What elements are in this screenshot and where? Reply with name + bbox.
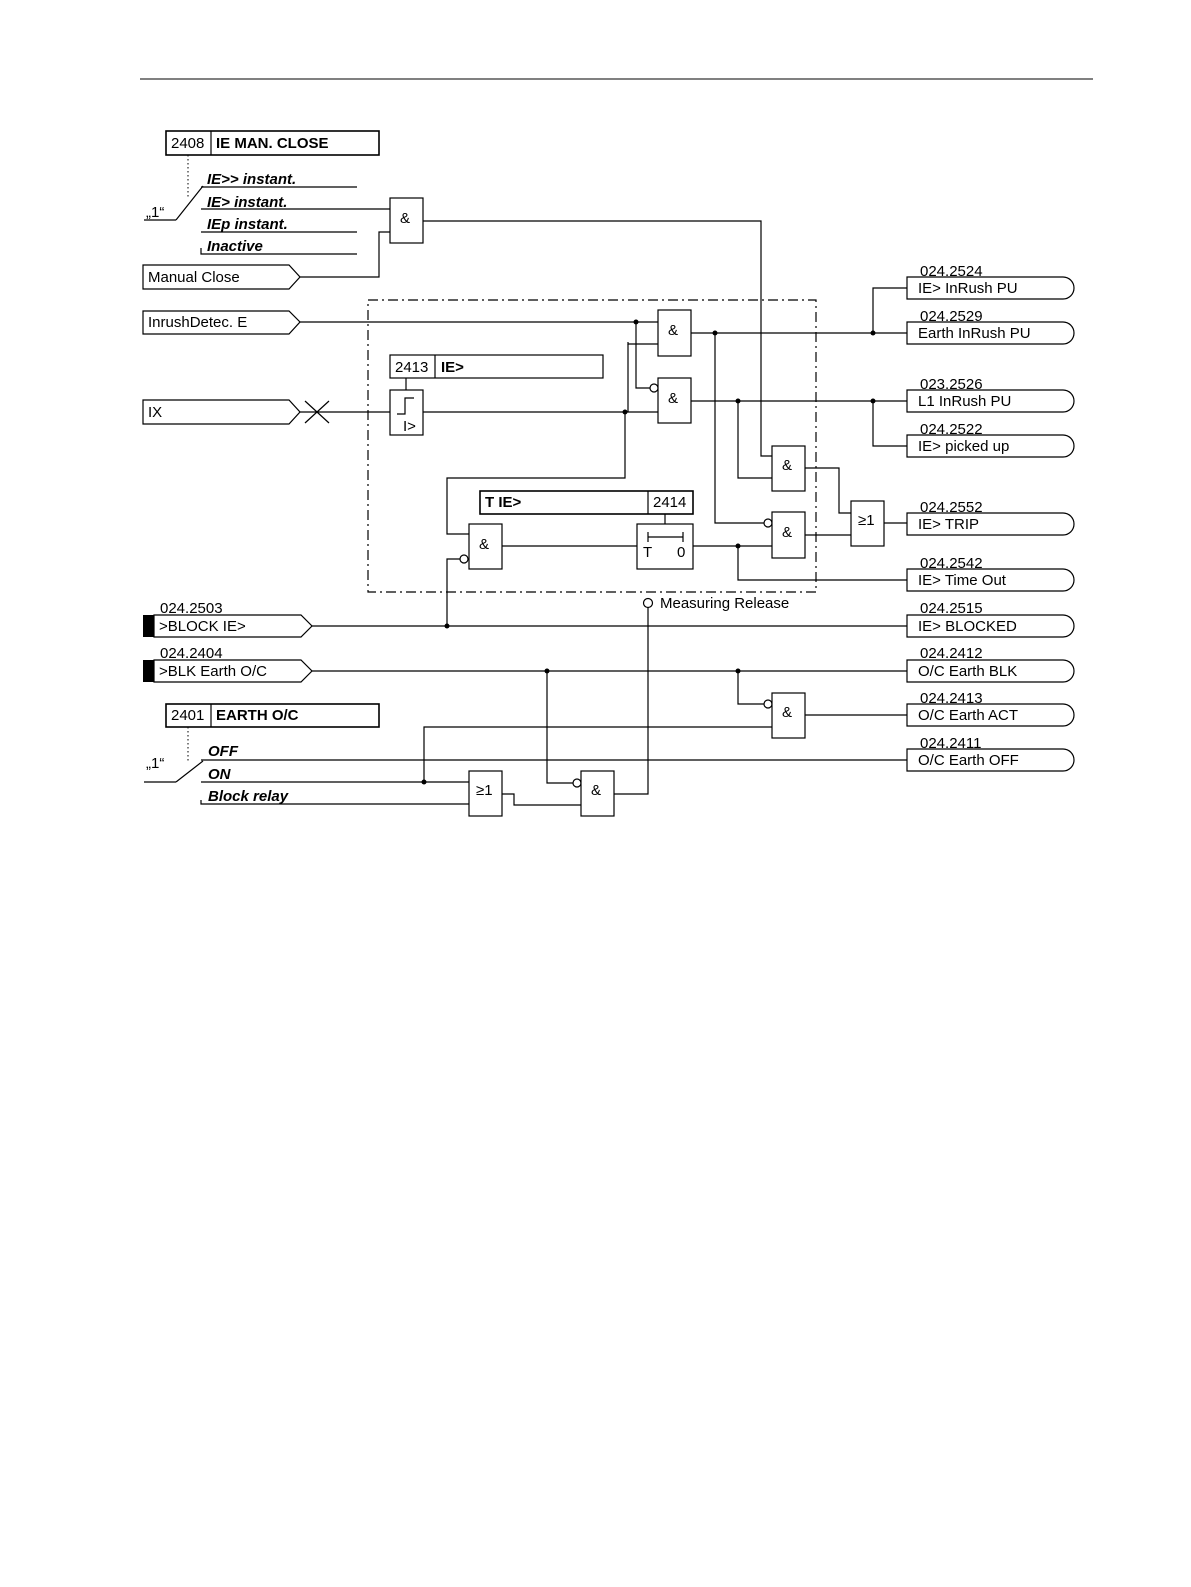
and-gate-timer-label: & <box>479 536 489 553</box>
output-label: IE> InRush PU <box>918 280 1018 297</box>
input-blk-earth-label: >BLK Earth O/C <box>159 663 267 680</box>
output-label: O/C Earth OFF <box>918 752 1019 769</box>
output-addr: 024.2413 <box>920 690 983 707</box>
and-gate-trip-manual-label: & <box>782 457 792 474</box>
measuring-region <box>367 299 817 593</box>
output-label: L1 InRush PU <box>918 393 1011 410</box>
output-ie-inrush-pu: 024.2524 IE> InRush PU <box>906 263 1075 300</box>
output-addr: 024.2411 <box>920 735 981 752</box>
output-addr: 024.2529 <box>920 308 983 325</box>
and-gate-man-close-label: & <box>400 210 410 227</box>
and-gate-pickup-label: & <box>668 390 678 407</box>
setting-man-close: 2408 IE MAN. CLOSE <box>165 130 380 156</box>
input-manual-close: Manual Close <box>142 264 301 290</box>
input-inrush-label: InrushDetec. E <box>148 314 247 331</box>
timer-zero: 0 <box>677 544 685 561</box>
setting-man-close-name: IE MAN. CLOSE <box>216 135 329 152</box>
earth-oc-option: OFF <box>208 743 239 760</box>
output-addr: 024.2542 <box>920 555 983 572</box>
man-close-option: IE>> instant. <box>207 171 296 188</box>
earth-oc-option: Block relay <box>208 788 289 805</box>
output-label: O/C Earth ACT <box>918 707 1018 724</box>
and-gate-trip-timer <box>771 511 806 559</box>
input-ix-label: IX <box>148 404 162 421</box>
output-label: IE> Time Out <box>918 572 1007 589</box>
and-gate-release <box>580 770 615 817</box>
measuring-release-marker <box>642 597 654 609</box>
output-addr: 024.2515 <box>920 600 983 617</box>
and-gate-inrush <box>657 309 692 357</box>
input-block-ie-label: >BLOCK IE> <box>159 618 246 635</box>
measuring-release-label: Measuring Release <box>660 595 789 612</box>
output-label: Earth InRush PU <box>918 325 1031 342</box>
output-oc-earth-off: 024.2411 O/C Earth OFF <box>906 735 1075 772</box>
setting-earth-oc-addr: 2401 <box>171 707 204 724</box>
input-ix: IX <box>142 399 301 425</box>
input-block-ie: 024.2503 >BLOCK IE> <box>143 600 313 638</box>
threshold-block: I> <box>389 389 424 436</box>
or-gate-earth <box>468 770 503 817</box>
input-block-ie-addr: 024.2503 <box>160 600 223 617</box>
setting-t-ie-addr: 2414 <box>653 494 686 511</box>
setting-man-close-addr: 2408 <box>171 135 204 152</box>
man-close-default: „1“ <box>146 204 164 221</box>
timer-block: T 0 <box>636 523 694 570</box>
and-gate-man-close <box>389 197 424 244</box>
output-l1-inrush-pu: 023.2526 L1 InRush PU <box>906 376 1075 413</box>
man-close-option: Inactive <box>207 238 263 255</box>
and-gate-release-label: & <box>591 782 601 799</box>
timer-t: T <box>643 544 652 561</box>
earth-oc-option: ON <box>208 766 232 783</box>
earth-oc-default: „1“ <box>146 755 164 772</box>
output-ie-picked-up: 024.2522 IE> picked up <box>906 421 1075 458</box>
and-gate-earth-act <box>771 692 806 739</box>
or-gate-earth-label: ≥1 <box>476 782 493 799</box>
setting-t-ie-name: T IE> <box>485 494 522 511</box>
man-close-options: IE>> instant. IE> instant. IEp instant. … <box>200 171 390 255</box>
setting-ie-threshold: 2413 IE> <box>389 354 604 379</box>
input-manual-close-label: Manual Close <box>148 269 240 286</box>
setting-ie-threshold-addr: 2413 <box>395 359 428 376</box>
man-close-option: IE> instant. <box>207 194 287 211</box>
output-addr: 024.2524 <box>920 263 983 280</box>
and-gate-inrush-label: & <box>668 322 678 339</box>
output-label: IE> TRIP <box>918 516 979 533</box>
output-ie-trip: 024.2552 IE> TRIP <box>906 499 1075 536</box>
or-gate-trip-label: ≥1 <box>858 512 875 529</box>
output-label: IE> picked up <box>918 438 1009 455</box>
earth-oc-options: OFF ON Block relay <box>200 743 907 805</box>
output-addr: 024.2522 <box>920 421 983 438</box>
output-addr: 024.2412 <box>920 645 983 662</box>
output-ie-blocked: 024.2515 IE> BLOCKED <box>906 600 1075 638</box>
output-label: IE> BLOCKED <box>918 618 1017 635</box>
output-earth-inrush-pu: 024.2529 Earth InRush PU <box>906 308 1075 345</box>
output-label: O/C Earth BLK <box>918 663 1017 680</box>
and-gate-trip-manual <box>771 445 806 492</box>
output-ie-time-out: 024.2542 IE> Time Out <box>906 555 1075 592</box>
setting-earth-oc: 2401 EARTH O/C <box>165 703 380 728</box>
input-inrush: InrushDetec. E <box>142 310 301 335</box>
output-oc-earth-blk: 024.2412 O/C Earth BLK <box>906 645 1075 683</box>
output-addr: 024.2552 <box>920 499 983 516</box>
and-gate-trip-timer-label: & <box>782 524 792 541</box>
input-blk-earth: 024.2404 >BLK Earth O/C <box>143 645 313 683</box>
setting-ie-threshold-name: IE> <box>441 359 464 376</box>
man-close-option: IEp instant. <box>207 216 288 233</box>
or-gate-trip <box>850 500 885 547</box>
and-gate-earth-act-label: & <box>782 704 792 721</box>
and-gate-timer <box>468 523 503 570</box>
threshold-symbol: I> <box>403 418 416 435</box>
setting-earth-oc-name: EARTH O/C <box>216 707 299 724</box>
output-oc-earth-act: 024.2413 O/C Earth ACT <box>906 690 1075 727</box>
input-blk-earth-addr: 024.2404 <box>160 645 223 662</box>
setting-t-ie: T IE> 2414 <box>479 490 694 515</box>
output-addr: 023.2526 <box>920 376 983 393</box>
